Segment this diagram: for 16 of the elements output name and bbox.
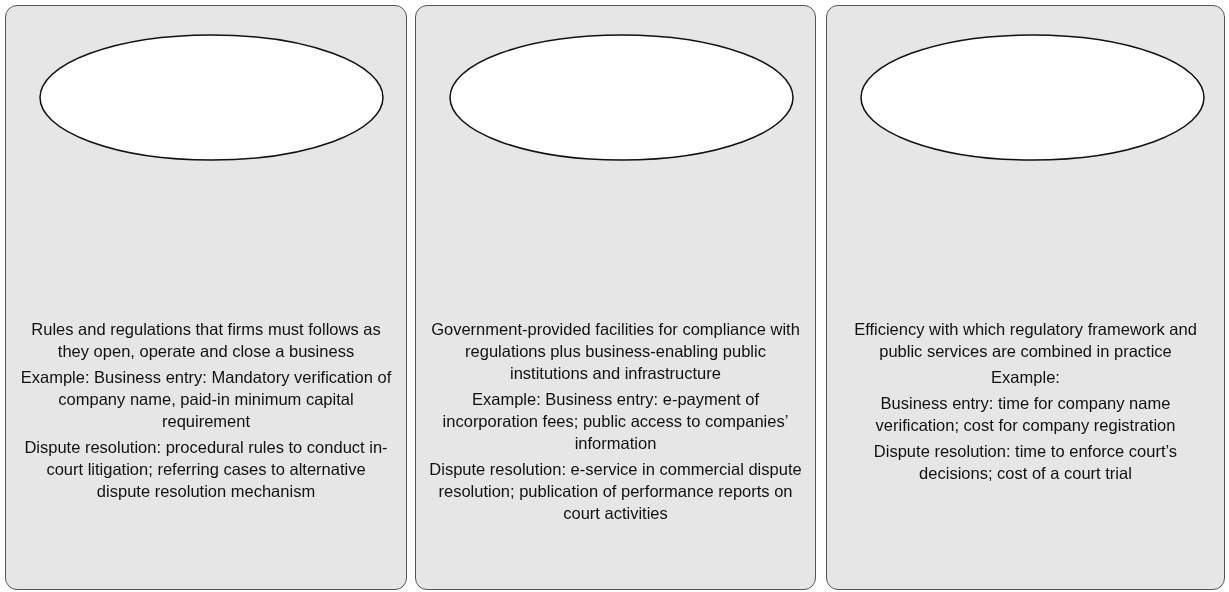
description-text: Dispute resolution: e-service in commercial dispute resolution; publication of performance reports on court activities (428, 459, 803, 524)
description-text: Rules and regulations that firms must follows as they open, operate and close a business (30, 319, 382, 362)
text-card (5, 5, 407, 590)
description-text: Government-provided facilities for compliance with regulations plus business-enabling public institutions and infrastructure (430, 319, 801, 384)
description-text: Efficiency with which regulatory framework and public services are combined in practice (853, 319, 1198, 362)
empty-ellipse (860, 34, 1205, 161)
empty-ellipse (39, 34, 384, 161)
text-card (415, 5, 816, 590)
empty-ellipse (449, 34, 794, 161)
description-text: Dispute resolution: time to enforce court’s decisions; cost of a court trial (872, 441, 1179, 484)
description-text: Example: (991, 367, 1060, 388)
text-card (826, 5, 1225, 590)
description-text: Example: Business entry: Mandatory verification of company name, paid-in minimum capital requirement (19, 367, 393, 432)
description-text: Business entry: time for company name verification; cost for company registration (874, 393, 1177, 436)
description-text: Dispute resolution: procedural rules to conduct in-court litigation; referring cases to alternative dispute resolution mechanism (23, 437, 389, 502)
description-text: Example: Business entry: e-payment of incorporation fees; public access to companies’ information (441, 389, 790, 454)
